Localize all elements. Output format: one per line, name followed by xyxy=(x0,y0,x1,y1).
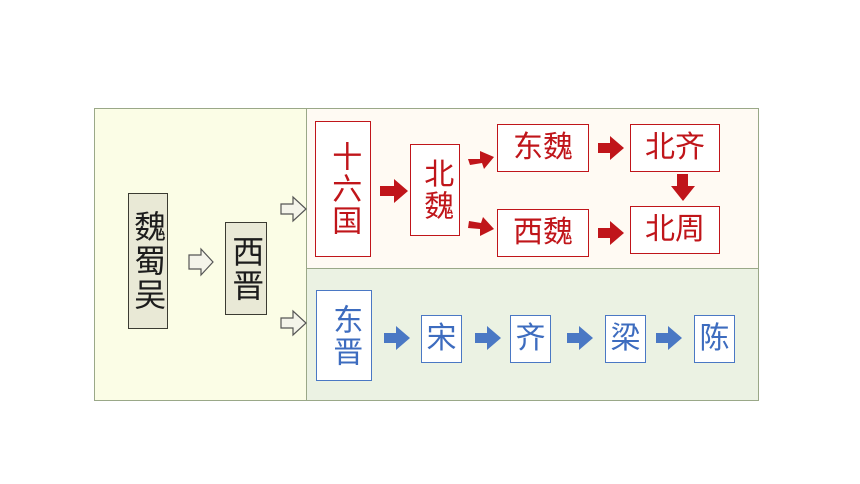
arrow-hollow-3 xyxy=(280,309,307,337)
arrow-red-3 xyxy=(468,217,494,236)
box-xijin: 西晋 xyxy=(225,222,267,315)
box-beizhou: 北周 xyxy=(630,206,720,254)
arrow-red-5 xyxy=(598,221,624,245)
box-dongjin: 东晋 xyxy=(316,290,372,381)
box-qi: 齐 xyxy=(510,315,551,363)
arrow-red-1 xyxy=(380,179,408,203)
box-chen: 陈 xyxy=(694,315,735,363)
box-dongwei: 东魏 xyxy=(497,124,589,172)
box-song: 宋 xyxy=(421,315,462,363)
arrow-red-2 xyxy=(468,151,494,169)
box-beiwei: 北魏 xyxy=(410,144,460,236)
arrow-blue-1 xyxy=(384,326,410,350)
box-shiliuguo: 十六国 xyxy=(315,121,371,257)
arrow-hollow-1 xyxy=(188,247,214,277)
arrow-blue-3 xyxy=(567,326,593,350)
box-xiwei: 西魏 xyxy=(497,209,589,257)
box-liang: 梁 xyxy=(605,315,646,363)
arrow-hollow-2 xyxy=(280,195,307,223)
arrow-red-4 xyxy=(598,136,624,160)
arrow-blue-4 xyxy=(656,326,682,350)
arrow-blue-2 xyxy=(475,326,501,350)
box-weishuwu: 魏蜀吴 xyxy=(128,193,168,329)
arrow-red-down xyxy=(671,174,695,201)
box-beiqi: 北齐 xyxy=(630,124,720,172)
